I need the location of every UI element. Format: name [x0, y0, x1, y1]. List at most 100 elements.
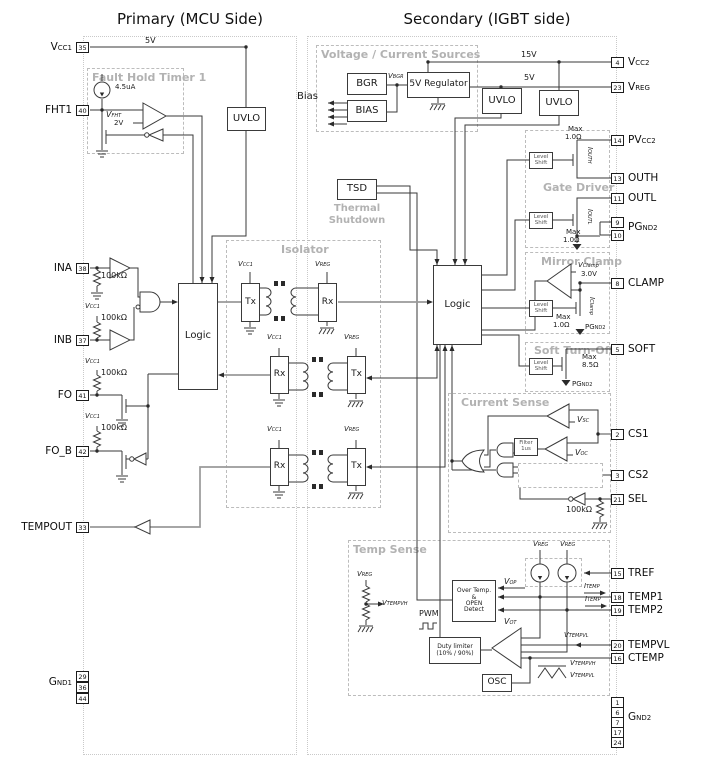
cs2-sub-box — [518, 463, 603, 488]
fault-hold-timer-label: Fault Hold Timer 1 — [92, 71, 207, 84]
pin-outh-number: 13 — [611, 173, 624, 184]
pin-tempout-pre: TEMPOUT — [21, 521, 72, 533]
pin-ctemp-number: 16 — [611, 653, 624, 664]
vreg-tx3-label: VREG — [344, 426, 359, 433]
pin-cs2-num-text: 3 — [615, 471, 620, 480]
pin-temp2-num-text: 19 — [613, 606, 622, 615]
temp-current-source-box — [525, 558, 582, 587]
soft-res-label: 8.5Ω — [582, 361, 599, 369]
vcc1-fob-label: VCC1 — [85, 413, 100, 420]
pin-ctemp-label: CTEMP — [628, 652, 664, 664]
soft-pgnd2-label: PGND2 — [572, 381, 592, 388]
pin-sel-number: 21 — [611, 494, 624, 505]
pin-temp1-label: TEMP1 — [628, 591, 663, 603]
vfht-label: VFHT — [106, 111, 121, 119]
pin-tempvl-num-text: 20 — [613, 641, 622, 650]
pin-clamp-number: 8 — [611, 278, 624, 289]
vcc1-rx2-pre: V — [267, 333, 272, 341]
pin-cs1-number: 2 — [611, 429, 624, 440]
itemp1-label: ITEMP — [584, 583, 600, 590]
vsc-pre: V — [577, 415, 583, 424]
pin-pgnd2-label: PGND2 — [628, 221, 658, 234]
pin-soft-number: 5 — [611, 344, 624, 355]
pin-outl-number: 11 — [611, 193, 624, 204]
pin-inb-label: INB — [0, 334, 72, 346]
pin-tempout-number: 33 — [76, 522, 89, 533]
vreg-cs2-sub: REG — [564, 542, 576, 548]
temp-sense-box — [348, 540, 610, 696]
pin-outh-num-text: 13 — [613, 174, 622, 183]
vcc1-fob-pre: V — [85, 412, 90, 420]
pin-pvcc2-pre: PV — [628, 134, 642, 146]
bgr-block: BGR — [347, 73, 387, 95]
pin-temp2-pre: TEMP2 — [628, 604, 664, 616]
ls2-line2: Shift — [534, 219, 548, 226]
pin-temp2-number: 19 — [611, 605, 624, 616]
tsd-block: TSD — [337, 179, 377, 200]
rail-15v-label: 15V — [521, 50, 537, 59]
pin-vreg-number: 23 — [611, 82, 624, 93]
gray-wire-layer — [90, 301, 611, 528]
current-sense-box — [448, 393, 611, 533]
ls4-line2: Shift — [534, 365, 548, 372]
pin-fo-pre: FO — [57, 389, 72, 401]
ls4-line1: Level — [533, 359, 549, 366]
pin-ctemp-pre: CTEMP — [628, 652, 664, 664]
ot-line2: & — [471, 593, 477, 601]
vtempvh-divider-label: VTEMPVH — [382, 600, 408, 607]
gdl-max-label: Max — [566, 228, 581, 236]
itemp2-label: ITEMP — [585, 596, 601, 603]
pin-pvcc2-number: 14 — [611, 135, 624, 146]
ioutl-sub: OUTL — [586, 211, 592, 225]
pin-tref-pre: TREF — [628, 567, 655, 579]
vtempvh-wave-pre: V — [570, 659, 575, 667]
pin-vcc1-label: VCC1 — [0, 41, 72, 54]
pin-vcc1-sub: CC1 — [57, 44, 72, 52]
vot-label: VOT — [504, 618, 516, 626]
vbgr-sub: BGR — [392, 74, 404, 80]
ls3-line1: Level — [533, 301, 549, 308]
pin-gnd2-pre: G — [628, 711, 637, 723]
ls1-line2: Shift — [534, 159, 548, 166]
pin-ina-pre: INA — [53, 262, 72, 274]
pin-outh-pre: OUTH — [628, 172, 659, 184]
pin-vcc2-sub: CC2 — [635, 59, 650, 67]
pin-gnd2-num2-text: 6 — [615, 708, 620, 717]
pin-tempvl-label: TEMPVL — [628, 639, 669, 651]
pin-fht1-num-text: 40 — [78, 106, 87, 115]
pin-pvcc2-num-text: 14 — [613, 136, 622, 145]
fht-current-label: 4.5uA — [115, 83, 136, 91]
vfht-sub: FHT — [111, 113, 122, 119]
vreg-tx3-pre: V — [344, 425, 349, 433]
pin-gnd1-pre: G — [48, 676, 57, 688]
ls3-line2: Shift — [534, 307, 548, 314]
rail-5v-secondary-label: 5V — [524, 73, 535, 82]
ground-symbols — [91, 150, 285, 499]
vcc1-rx3-sub: CC1 — [271, 427, 282, 433]
vot-sub: OT — [509, 620, 517, 626]
bias-label: Bias — [297, 91, 318, 102]
duty-limiter-block: Duty limiter(10% / 90%) — [429, 637, 481, 664]
pin-vcc2-pre: V — [628, 56, 636, 68]
vreg-tx2-pre: V — [344, 333, 349, 341]
voc-pre: V — [575, 448, 581, 457]
cs-and-gate-1 — [496, 442, 514, 458]
fob-inverter-bubble — [129, 456, 135, 462]
pin-vcc1-number: 35 — [76, 42, 89, 53]
temp-current-source-1 — [530, 563, 550, 583]
vtempvh-pre: V — [382, 599, 387, 607]
vsc-sub: SC — [582, 418, 590, 424]
pin-gnd1-number-2: 36 — [76, 682, 89, 693]
pin-sel-pre: SEL — [628, 493, 648, 505]
pin-ina-label: INA — [0, 262, 72, 274]
clamp-res-label: 1.0Ω — [553, 321, 570, 329]
vcc1-inb-pre: V — [85, 302, 90, 310]
pwm-label: PWM — [419, 609, 439, 618]
duty-line1: Duty limiter — [437, 643, 473, 651]
pin-cs2-label: CS2 — [628, 469, 649, 481]
pin-pvcc2-label: PVCC2 — [628, 134, 656, 147]
iouth-sub: OUTH — [586, 149, 592, 164]
thermal-shutdown-label: Thermal Shutdown — [328, 203, 386, 226]
